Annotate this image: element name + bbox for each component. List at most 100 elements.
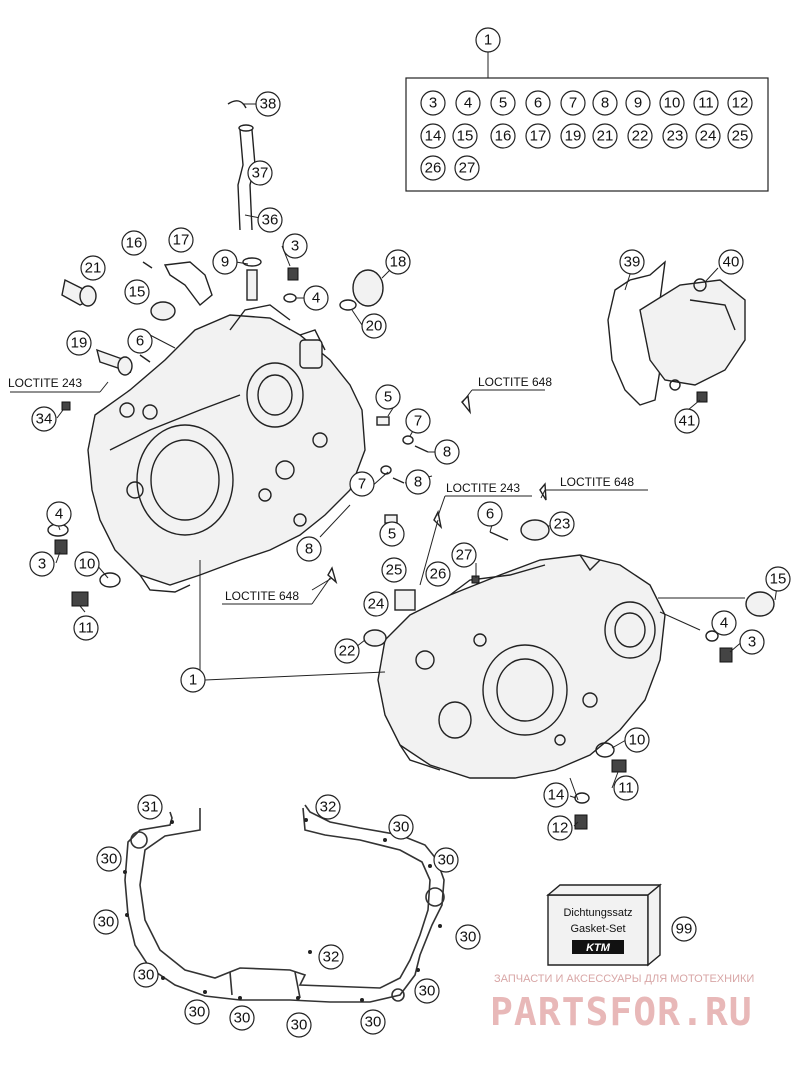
loctite-labels: LOCTITE 243 LOCTITE 648 LOCTITE 648 LOCT…: [8, 375, 634, 603]
svg-text:8: 8: [601, 95, 609, 112]
svg-text:16: 16: [126, 235, 143, 252]
kit-item-callout: 22: [627, 123, 653, 149]
loctite-label: LOCTITE 243: [446, 481, 520, 495]
svg-text:30: 30: [101, 851, 118, 868]
loctite-label: LOCTITE 648: [478, 375, 552, 389]
part-callout: 30: [93, 909, 119, 935]
part-callout: 3: [29, 551, 55, 577]
part-callout: 30: [433, 847, 459, 873]
svg-text:38: 38: [260, 96, 277, 113]
part-callout: 41: [674, 408, 700, 434]
svg-text:23: 23: [667, 128, 684, 145]
part-callout: 32: [318, 944, 344, 970]
svg-text:17: 17: [530, 128, 547, 145]
kit-item-callout: 3: [420, 90, 446, 116]
kit-item-callout: 23: [662, 123, 688, 149]
part-callout: 37: [247, 160, 273, 186]
part-callout: 10: [74, 551, 100, 577]
part-callout: 5: [375, 384, 401, 410]
svg-text:24: 24: [700, 128, 717, 145]
small-parts-left: [47, 261, 384, 607]
loctite-label: LOCTITE 648: [225, 589, 299, 603]
kit-item-callout: 16: [490, 123, 516, 149]
svg-text:19: 19: [565, 128, 582, 145]
kit-callout: 1: [475, 27, 501, 53]
svg-text:19: 19: [71, 335, 88, 352]
kit-item-callout: 6: [525, 90, 551, 116]
part-callout: 30: [96, 846, 122, 872]
kit-item-callout: 25: [727, 123, 753, 149]
gasket-set-box: Dichtungssatz Gasket-Set KTM: [546, 883, 662, 967]
part-callout: 18: [385, 249, 411, 275]
svg-text:30: 30: [291, 1017, 308, 1034]
svg-text:27: 27: [456, 547, 473, 564]
part-callout: 30: [229, 1005, 255, 1031]
svg-text:17: 17: [173, 232, 190, 249]
gasket-set-callout: 99: [671, 916, 697, 942]
gasket-set-label-de: Dichtungssatz: [563, 907, 632, 919]
part-callout: 32: [315, 794, 341, 820]
part-callout: 14: [543, 782, 569, 808]
part-callout: 16: [121, 230, 147, 256]
svg-text:41: 41: [679, 413, 696, 430]
part-callout: 26: [425, 561, 451, 587]
svg-text:30: 30: [234, 1010, 251, 1027]
right-crankcase-drawing: [377, 554, 666, 779]
svg-text:11: 11: [78, 620, 94, 637]
part-callout: 40: [718, 249, 744, 275]
svg-text:30: 30: [365, 1014, 382, 1031]
svg-text:14: 14: [425, 128, 442, 145]
svg-text:4: 4: [720, 615, 728, 632]
svg-text:30: 30: [438, 852, 455, 869]
svg-text:9: 9: [221, 254, 229, 271]
svg-text:23: 23: [554, 516, 571, 533]
svg-text:25: 25: [732, 128, 749, 145]
svg-text:34: 34: [36, 411, 53, 428]
small-parts-right: [363, 519, 775, 830]
part-callout: 15: [124, 279, 150, 305]
part-callout: 6: [477, 501, 503, 527]
part-callout: 30: [455, 924, 481, 950]
svg-text:21: 21: [85, 260, 102, 277]
part-callout: 30: [184, 999, 210, 1025]
svg-text:4: 4: [312, 290, 320, 307]
part-callout: 30: [360, 1009, 386, 1035]
svg-text:24: 24: [368, 596, 385, 613]
svg-text:4: 4: [464, 95, 472, 112]
svg-text:8: 8: [443, 444, 451, 461]
part-callout: 39: [619, 249, 645, 275]
part-callout: 20: [361, 313, 387, 339]
kit-item-callout: 15: [452, 123, 478, 149]
svg-text:5: 5: [384, 389, 392, 406]
part-callout: 34: [31, 406, 57, 432]
part-callout: 21: [80, 255, 106, 281]
part-callout: 8: [296, 536, 322, 562]
svg-text:99: 99: [676, 921, 693, 938]
svg-text:7: 7: [358, 476, 366, 493]
part-callout: 5: [379, 521, 405, 547]
svg-text:10: 10: [629, 732, 646, 749]
svg-text:8: 8: [414, 474, 422, 491]
part-callout: 22: [334, 638, 360, 664]
svg-text:30: 30: [138, 967, 155, 984]
part-callout: 19: [66, 330, 92, 356]
part-callout: 17: [168, 227, 194, 253]
kit-item-callout: 9: [625, 90, 651, 116]
svg-text:30: 30: [460, 929, 477, 946]
part-callout: 9: [212, 249, 238, 275]
svg-text:16: 16: [495, 128, 512, 145]
part-callout: 4: [711, 610, 737, 636]
part-callout: 27: [451, 542, 477, 568]
watermark-tagline: ЗАПЧАСТИ И АКСЕССУАРЫ ДЛЯ МОТОТЕХНИКИ: [494, 973, 754, 985]
svg-text:6: 6: [136, 333, 144, 350]
part-callout: 10: [624, 727, 650, 753]
svg-text:10: 10: [664, 95, 681, 112]
part-callout: 30: [133, 962, 159, 988]
svg-text:10: 10: [79, 556, 96, 573]
svg-text:5: 5: [388, 526, 396, 543]
svg-text:7: 7: [569, 95, 577, 112]
svg-text:30: 30: [393, 819, 410, 836]
crankcase-gasket-drawing: [123, 804, 445, 1003]
svg-text:3: 3: [38, 556, 46, 573]
